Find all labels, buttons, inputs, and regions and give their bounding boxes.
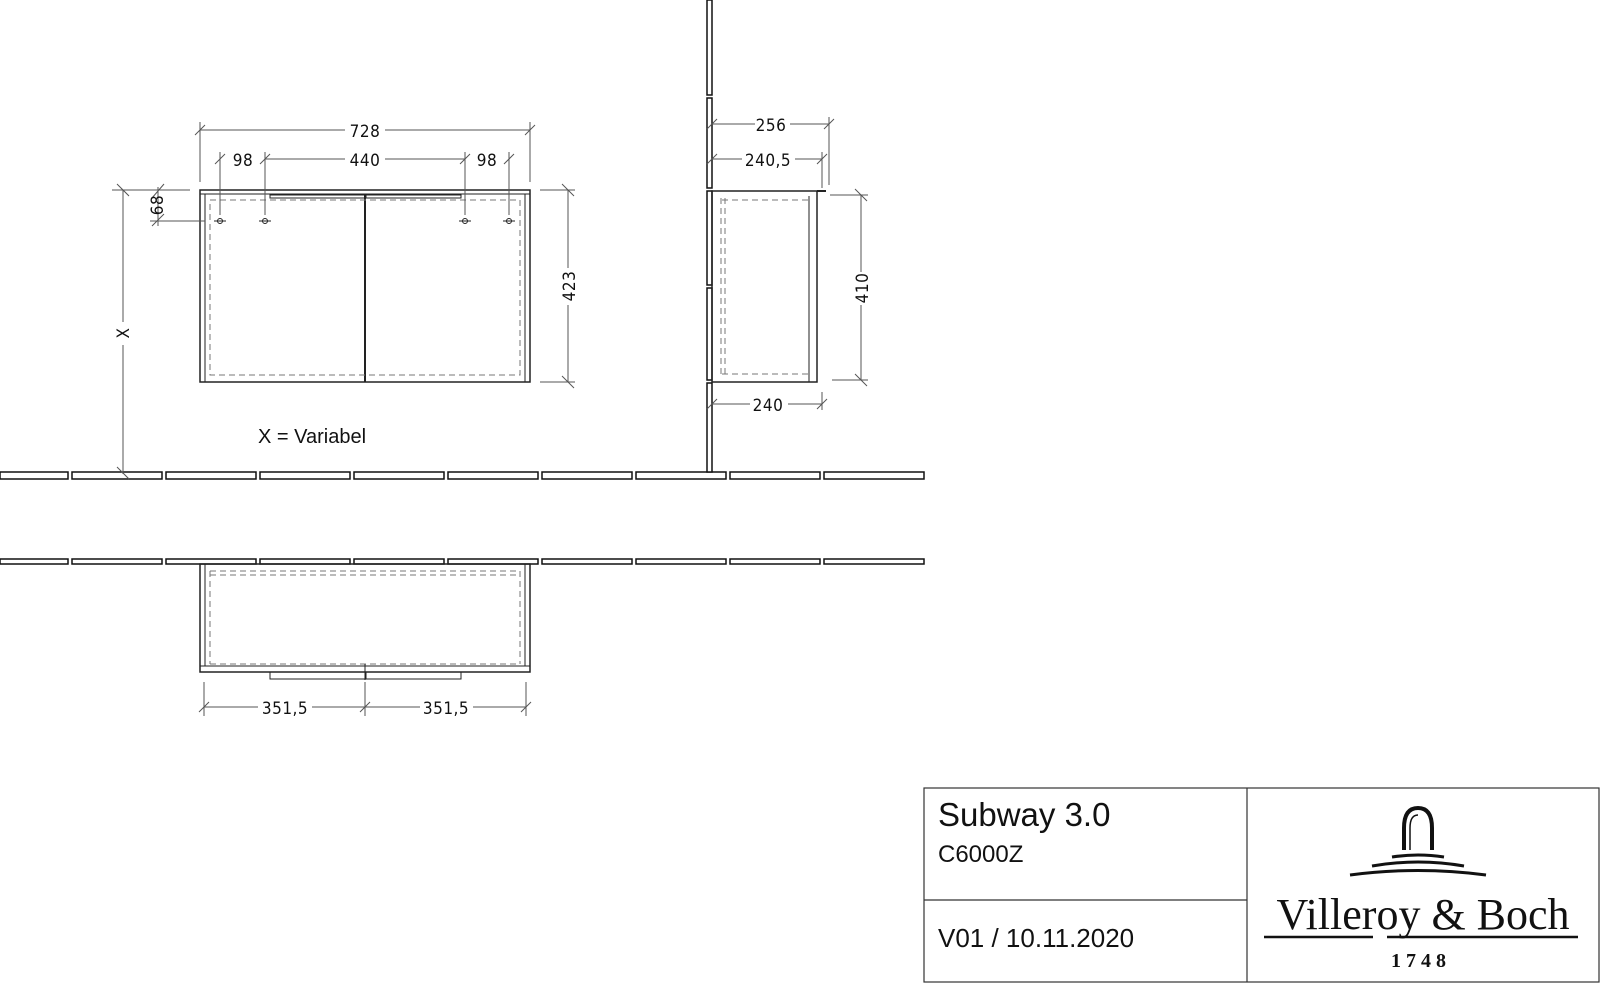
mounting-holes bbox=[214, 218, 515, 224]
dim-hole-center-label: 440 bbox=[350, 151, 381, 171]
dimension-side-height bbox=[830, 188, 868, 387]
dim-top-depth-label: 240,5 bbox=[745, 151, 791, 171]
title-block bbox=[923, 787, 1600, 983]
version-date: V01 / 10.11.2020 bbox=[938, 923, 1134, 953]
dim-hole-left-label: 98 bbox=[233, 151, 253, 171]
dim-hole-right-label: 98 bbox=[477, 151, 497, 171]
top-view-cabinet bbox=[199, 563, 531, 680]
brand-name: Villeroy & Boch bbox=[1276, 890, 1569, 939]
side-view-cabinet bbox=[711, 190, 826, 383]
article-number: C6000Z bbox=[938, 841, 1023, 868]
dimension-door-widths bbox=[198, 682, 532, 716]
dim-total-depth-label: 256 bbox=[756, 116, 787, 136]
front-view-cabinet bbox=[199, 189, 531, 383]
dimension-hole-spacing bbox=[214, 152, 515, 215]
dimension-overall-height bbox=[540, 183, 575, 389]
dim-left-door-label: 351,5 bbox=[262, 699, 308, 719]
variable-note: X = Variabel bbox=[258, 426, 366, 448]
dim-bottom-depth-label: 240 bbox=[753, 396, 784, 416]
brand-year: 1748 bbox=[1391, 950, 1451, 972]
dim-hole-height-label: 68 bbox=[148, 195, 168, 215]
dim-mount-height-label: X bbox=[114, 328, 134, 339]
wall-section-upper bbox=[0, 471, 925, 480]
villeroy-boch-fountain-logo-icon bbox=[1349, 805, 1487, 877]
dim-overall-width-label: 728 bbox=[350, 122, 381, 142]
dimension-mount-height bbox=[116, 183, 130, 480]
dimension-overall-width bbox=[194, 122, 536, 182]
dimension-hole-height bbox=[112, 183, 205, 227]
dim-right-door-label: 351,5 bbox=[423, 699, 469, 719]
dim-overall-height-label: 423 bbox=[560, 271, 580, 302]
dim-side-height-label: 410 bbox=[853, 273, 873, 304]
wall-section-lower bbox=[0, 558, 925, 565]
product-name: Subway 3.0 bbox=[938, 796, 1110, 833]
dimension-side-depths bbox=[706, 117, 835, 410]
